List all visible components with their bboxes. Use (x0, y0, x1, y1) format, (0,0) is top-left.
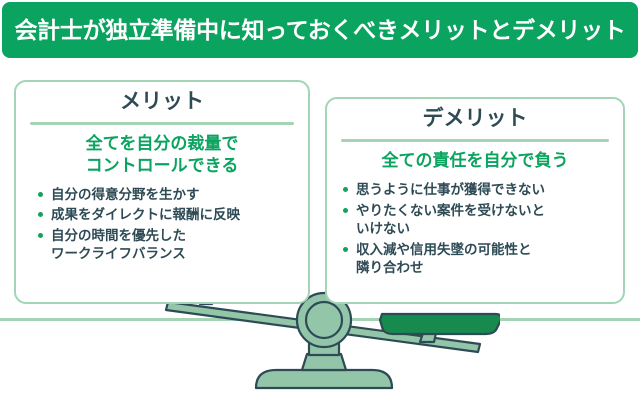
list-item: 思うように仕事が獲得できない (343, 181, 617, 199)
bullet-text-continued: ワークライフバランス (51, 246, 186, 262)
panel-demerit-subtitle: 全ての責任を自分で負う (327, 150, 623, 172)
page-title: 会計士が独立準備中に知っておくべきメリットとデメリット (14, 16, 626, 43)
panel-merit-bullet-list: 自分の得意分野を生かす 成果をダイレクトに報酬に反映 自分の時間を優先した ワー… (16, 186, 308, 264)
list-item: 成果をダイレクトに報酬に反映 (38, 206, 302, 224)
bullet-text-continued: 隣り合わせ (356, 259, 424, 275)
panel-merit-divider (30, 122, 294, 125)
panel-merit: メリット 全てを自分の裁量で コントロールできる 自分の得意分野を生かす 成果を… (14, 80, 310, 304)
list-item: 自分の時間を優先した ワークライフバランス (38, 227, 302, 263)
list-item: 収入減や信用失墜の可能性と 隣り合わせ (343, 241, 617, 277)
bullet-text: やりたくない案件を受けないと (356, 202, 545, 218)
scale-pivot-inner (304, 300, 344, 340)
scale-base (254, 368, 394, 390)
bullet-text: 収入減や信用失墜の可能性と (356, 241, 532, 257)
bullet-text: 自分の時間を優先した (51, 228, 186, 244)
panel-demerit-bullet-list: 思うように仕事が獲得できない やりたくない案件を受けないと いけない 収入減や信… (327, 181, 623, 277)
bullet-text: 思うように仕事が獲得できない (356, 181, 545, 197)
list-item: 自分の得意分野を生かす (38, 186, 302, 204)
scale-collar (300, 352, 348, 372)
panel-merit-subtitle: 全てを自分の裁量で コントロールできる (16, 133, 308, 177)
header-banner: 会計士が独立準備中に知っておくべきメリットとデメリット (2, 2, 638, 58)
bullet-text: 成果をダイレクトに報酬に反映 (51, 207, 240, 223)
panel-demerit-divider (341, 139, 609, 142)
bullet-text: 自分の得意分野を生かす (51, 186, 200, 202)
panel-merit-subtitle-line-2: コントロールできる (85, 155, 239, 175)
list-item: やりたくない案件を受けないと いけない (343, 202, 617, 238)
panel-merit-subtitle-line-1: 全てを自分の裁量で (85, 134, 239, 153)
panel-merit-title: メリット (120, 90, 204, 113)
bullet-text-continued: いけない (356, 220, 410, 236)
panel-demerit-title: デメリット (422, 107, 528, 130)
panel-demerit: デメリット 全ての責任を自分で負う 思うように仕事が獲得できない やりたくない案… (325, 97, 625, 304)
panel-demerit-subtitle-line-1: 全ての責任を自分で負う (381, 151, 569, 170)
right-pan-dish (378, 312, 500, 336)
